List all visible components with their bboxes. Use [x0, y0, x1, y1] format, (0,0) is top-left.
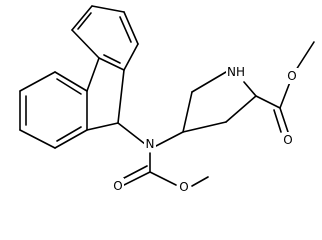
- bond-carbonyl-to-o-double-2: [273, 109, 282, 133]
- double-bond-inner: [56, 126, 82, 142]
- bond-o-methyl: [191, 176, 209, 187]
- bond: [19, 129, 56, 149]
- bond-n-c4: [155, 131, 184, 147]
- atom-label-o-ester-carbonyl: O: [283, 133, 292, 147]
- bond-c2-carbonyl: [255, 95, 281, 109]
- bond: [54, 129, 88, 149]
- bond-carbonyl-c-to-o-ester: [149, 171, 177, 186]
- atom-label-o-carbamate-carbonyl: O: [113, 179, 122, 193]
- carbamate-group: [123, 152, 209, 187]
- bond-carbonyl-c-to-o-double-2: [123, 165, 148, 179]
- fluorene-five-ring: [86, 57, 125, 131]
- bond: [123, 43, 139, 71]
- bond: [225, 95, 257, 123]
- bond: [71, 29, 100, 59]
- bond-carbonyl-to-o-double: [279, 107, 289, 133]
- bond: [91, 5, 125, 13]
- bond: [117, 69, 125, 124]
- bond-c9-n: [117, 122, 146, 145]
- bond: [191, 71, 227, 93]
- atom-label-nh-ring: NH: [227, 65, 245, 79]
- double-bond-inner: [119, 16, 132, 43]
- fluorene-upper-ring: [71, 5, 139, 71]
- atom-label-n-amine: N: [146, 137, 155, 151]
- bond: [86, 57, 100, 92]
- double-bond-inner: [77, 12, 92, 30]
- fluorene-left-ring: [19, 71, 88, 149]
- bond: [123, 11, 139, 45]
- methyl-ester-group: [255, 41, 315, 133]
- bond-carbonyl-c-to-o-double: [123, 171, 151, 186]
- double-bond-inner: [56, 78, 82, 95]
- bond: [54, 71, 88, 92]
- bond: [19, 71, 56, 92]
- bond: [182, 91, 193, 133]
- bond: [182, 121, 227, 133]
- bond: [98, 57, 125, 71]
- bond-carbonyl-to-o-methoxy: [279, 81, 291, 109]
- pyrrolidine-ring: [182, 71, 257, 133]
- atom-labels: N NH O O O O: [112, 64, 298, 195]
- double-bond-inner: [103, 54, 121, 64]
- bond: [86, 122, 119, 131]
- molecule-structure-diagram: N NH O O O O: [19, 5, 315, 195]
- atom-label-o-carbamate-ester: O: [179, 180, 188, 194]
- bond-o-methyl: [295, 41, 315, 71]
- bond: [71, 5, 93, 31]
- atom-label-o-ester-methoxy: O: [287, 69, 296, 83]
- bond: [243, 81, 257, 97]
